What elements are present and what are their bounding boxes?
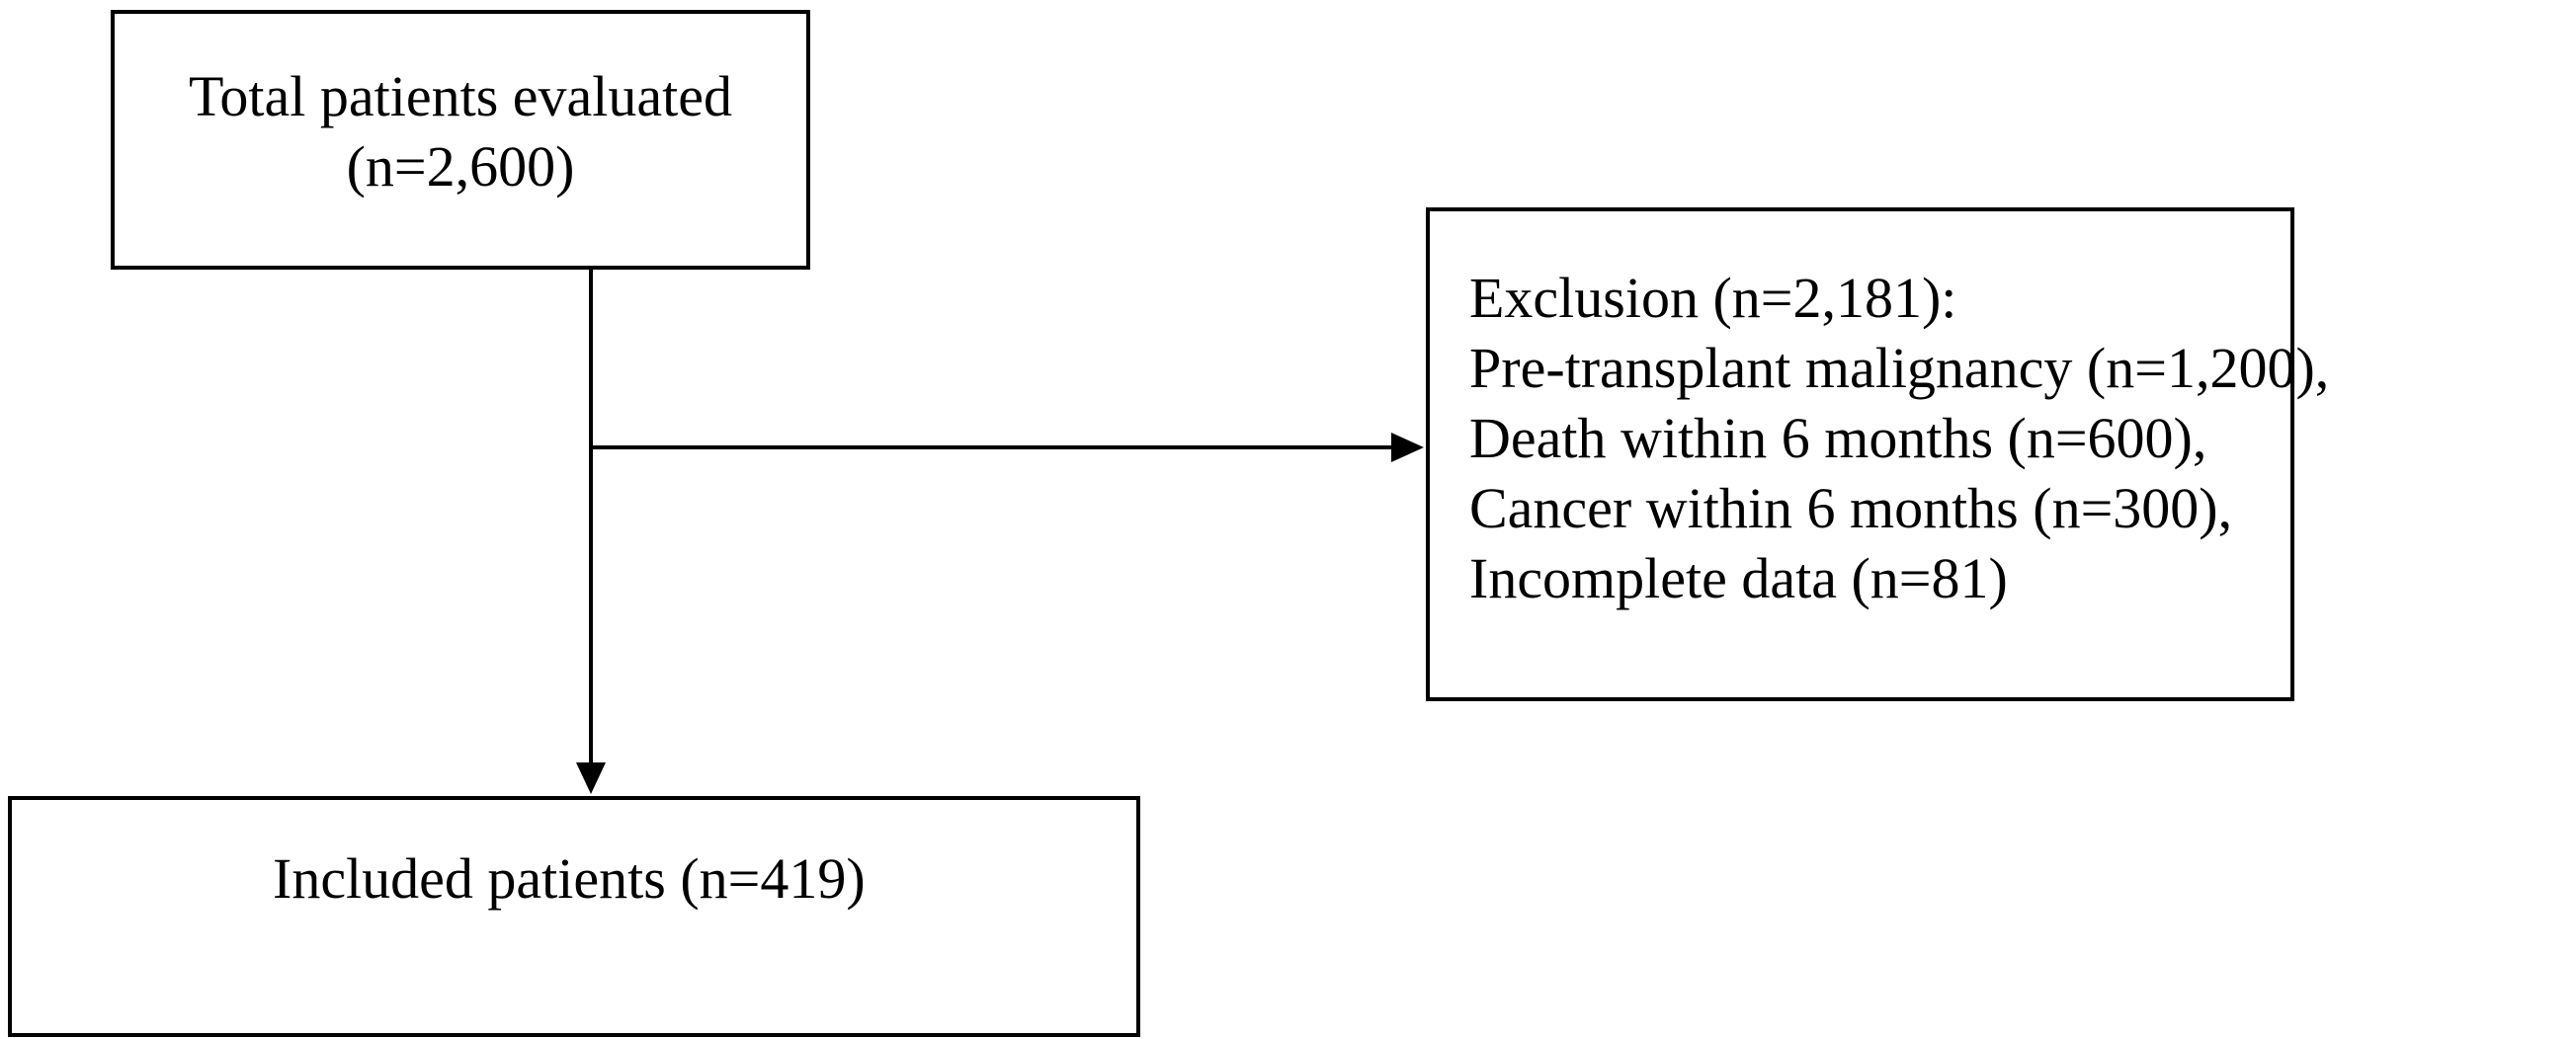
exclusion-header: Exclusion (n=2,181): <box>1469 266 1957 330</box>
exclusion-text: Exclusion (n=2,181): Pre-transplant mali… <box>1469 263 2329 613</box>
arrowhead-to-exclusion <box>1391 433 1424 462</box>
total-patients-label: Total patients evaluated <box>189 64 732 128</box>
arrowhead-to-included <box>576 762 606 794</box>
exclusion-pretransplant-malignancy: Pre-transplant malignancy (n=1,200), <box>1469 336 2330 400</box>
total-patients-box: Total patients evaluated (n=2,600) <box>111 10 810 270</box>
exclusion-incomplete-data: Incomplete data (n=81) <box>1469 546 2008 610</box>
exclusion-box: Exclusion (n=2,181): Pre-transplant mali… <box>1426 207 2329 701</box>
exclusion-death-within-6-months: Death within 6 months (n=600), <box>1469 406 2207 470</box>
included-patients-text: Included patients (n=419) <box>273 846 866 911</box>
included-patients-box: Included patients (n=419) <box>8 796 1140 1037</box>
exclusion-cancer-within-6-months: Cancer within 6 months (n=300), <box>1469 476 2233 540</box>
total-patients-count: (n=2,600) <box>346 134 575 199</box>
total-patients-text: Total patients evaluated (n=2,600) <box>115 61 806 201</box>
